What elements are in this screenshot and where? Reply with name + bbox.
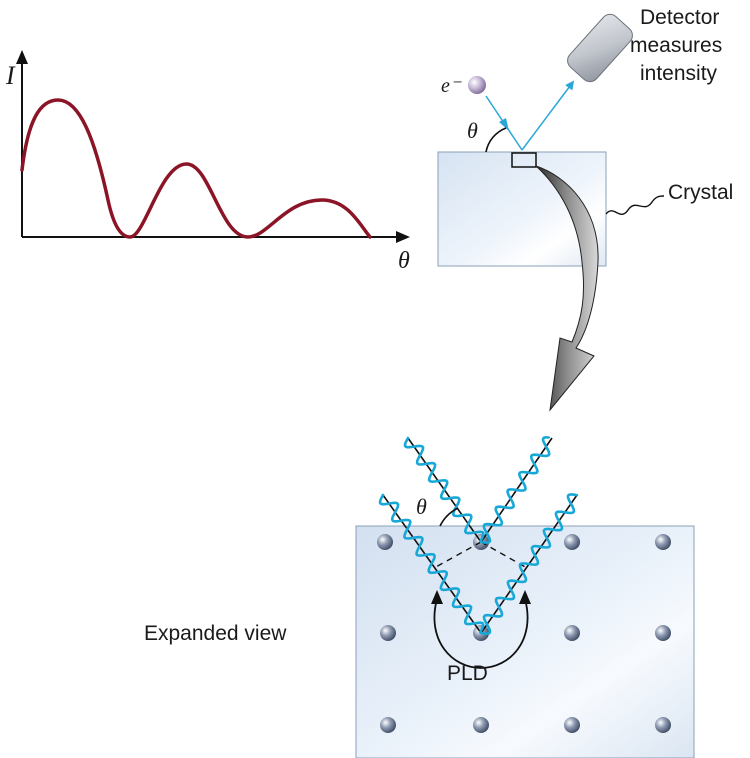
detector-label-line3: intensity xyxy=(640,62,718,85)
x-axis-arrowhead xyxy=(396,231,410,243)
expanded-angle-arc xyxy=(439,507,459,527)
scattering-region-marker xyxy=(511,152,537,168)
expanded-crystal xyxy=(355,525,695,758)
atom xyxy=(473,717,489,733)
y-axis-arrowhead xyxy=(16,50,28,64)
apparatus: e⁻ θ Detector measures intensity Crystal xyxy=(437,6,733,412)
atom xyxy=(655,625,671,641)
crystal-label-leader xyxy=(605,195,665,215)
atom xyxy=(377,534,393,550)
expanded-angle-label: θ xyxy=(416,494,427,519)
wave-lower-incident xyxy=(378,493,485,634)
atom xyxy=(655,534,671,550)
atom xyxy=(380,625,396,641)
pld-label: PLD xyxy=(447,662,488,685)
lattice-atoms xyxy=(377,534,671,733)
path-length-dash-left xyxy=(433,541,482,569)
pld-arrowhead-left xyxy=(431,590,443,604)
intensity-graph: I θ xyxy=(5,50,410,274)
atom xyxy=(564,534,580,550)
atom xyxy=(380,717,396,733)
pld-arrowhead-right xyxy=(519,590,531,604)
atom xyxy=(655,717,671,733)
incident-angle-arc xyxy=(485,127,507,153)
expanded-view: θ PLD Expanded view xyxy=(144,435,695,758)
atom xyxy=(564,717,580,733)
intensity-curve xyxy=(20,98,372,239)
detector-label-line2: measures xyxy=(630,34,722,57)
wave-lower-scattered xyxy=(479,493,579,636)
wave-upper-scattered xyxy=(479,435,551,544)
electron-label: e⁻ xyxy=(441,75,462,97)
pld-arc xyxy=(433,598,529,669)
x-axis-label: θ xyxy=(398,248,410,274)
y-axis-label: I xyxy=(5,61,16,90)
incident-angle-label: θ xyxy=(467,118,478,143)
detector-label-line1: Detector xyxy=(640,6,719,29)
wave-upper-incident xyxy=(403,436,485,543)
expanded-view-caption: Expanded view xyxy=(144,622,287,645)
crystal-label: Crystal xyxy=(668,181,733,204)
expand-arrow xyxy=(535,165,599,412)
atom xyxy=(564,625,580,641)
electron-waves xyxy=(378,435,579,636)
scattered-beam xyxy=(521,80,575,151)
electron-sphere xyxy=(468,76,486,94)
incident-beam-arrowhead xyxy=(499,118,509,131)
detector xyxy=(567,13,633,83)
